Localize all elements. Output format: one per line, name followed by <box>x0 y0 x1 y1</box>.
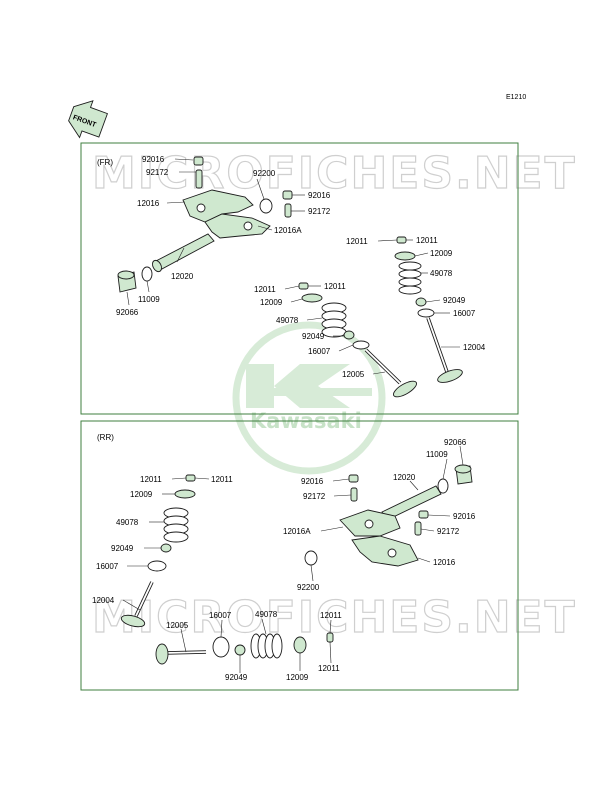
panel-fr-leaders <box>126 158 460 375</box>
callout-label: 92016 <box>453 512 476 521</box>
rocker-shaft-fr <box>153 233 215 271</box>
callout-label: 12016 <box>137 199 160 208</box>
callout-label: 92172 <box>437 527 460 536</box>
callout-label: 12016A <box>274 226 302 235</box>
callout-label: 11009 <box>426 450 448 459</box>
diagram-code: E1210 <box>506 94 526 101</box>
callout-label: 12009 <box>130 490 153 499</box>
valve-rr-bottom <box>155 643 207 665</box>
watermark-text-top: MICROFICHES.NET <box>92 148 577 199</box>
valve-spring-rr-left <box>163 507 189 543</box>
callout-label: 12004 <box>92 596 115 605</box>
callout-label: 12004 <box>463 343 486 352</box>
callout-label: 49078 <box>116 518 139 527</box>
callout-label: 92049 <box>111 544 134 553</box>
panel-rr-title: (RR) <box>97 433 114 442</box>
panel-fr-title: (FR) <box>97 158 113 167</box>
callout-label: 16007 <box>96 562 119 571</box>
valve-fr-right <box>426 317 463 383</box>
callout-label: 92200 <box>253 169 276 178</box>
callout-label: 12020 <box>393 473 416 482</box>
valve-spring-fr-right <box>398 261 422 295</box>
callout-label: 49078 <box>430 269 453 278</box>
callout-label: 12011 <box>324 282 346 291</box>
valve-rr-left <box>120 581 154 628</box>
callout-label: 16007 <box>308 347 331 356</box>
front-arrow-icon: FRONT <box>68 100 108 139</box>
callout-label: 12011 <box>318 664 340 673</box>
panel-fr-callouts: 92016 92172 92200 92016 12016 92172 1201… <box>116 155 486 379</box>
rocker-arm-fr <box>182 156 271 239</box>
callout-label: 92049 <box>302 332 325 341</box>
callout-label: 92172 <box>146 168 169 177</box>
callout-label: 12011 <box>254 285 276 294</box>
callout-label: 12011 <box>416 236 438 245</box>
callout-label: 12016 <box>433 558 456 567</box>
callout-label: 92066 <box>444 438 467 447</box>
oring-fr <box>259 198 273 214</box>
callout-label: 92049 <box>225 673 248 682</box>
panel-fr-frame <box>80 142 519 415</box>
callout-label: 12009 <box>430 249 453 258</box>
callout-label: 12011 <box>140 475 162 484</box>
valve-spring-fr-center <box>321 302 347 338</box>
callout-label: 49078 <box>276 316 299 325</box>
callout-label: 92172 <box>303 492 326 501</box>
callout-label: 12005 <box>166 621 189 630</box>
callout-label: 92016 <box>301 477 324 486</box>
callout-label: 12011 <box>211 475 233 484</box>
callout-label: 12011 <box>346 237 368 246</box>
callout-label: 92172 <box>308 207 331 216</box>
callout-label: 92200 <box>297 583 320 592</box>
callout-label: 92016 <box>308 191 331 200</box>
callout-label: 12011 <box>320 611 342 620</box>
rocker-arm-rr <box>339 509 419 567</box>
callout-label: 12009 <box>286 673 309 682</box>
callout-label: 92049 <box>443 296 466 305</box>
valve-fr-center <box>364 348 417 398</box>
callout-label: 12009 <box>260 298 283 307</box>
callout-label: 92016 <box>142 155 165 164</box>
callout-label: 12016A <box>283 527 311 536</box>
panel-rr-frame <box>80 420 519 691</box>
callout-label: 16007 <box>209 611 232 620</box>
panel-rr-callouts: 92066 11009 12011 12011 92016 12020 1200… <box>92 438 476 682</box>
callout-label: 49078 <box>255 610 278 619</box>
panel-rr-parts <box>120 464 473 665</box>
valve-spring-rr-bottom <box>250 633 283 659</box>
callout-label: 11009 <box>138 295 160 304</box>
panel-fr-parts <box>117 156 463 398</box>
callout-label: 16007 <box>453 309 476 318</box>
callout-label: 92066 <box>116 308 139 317</box>
callout-label: 12005 <box>342 370 365 379</box>
panel-rr-leaders <box>122 445 464 673</box>
callout-label: 12020 <box>171 272 194 281</box>
